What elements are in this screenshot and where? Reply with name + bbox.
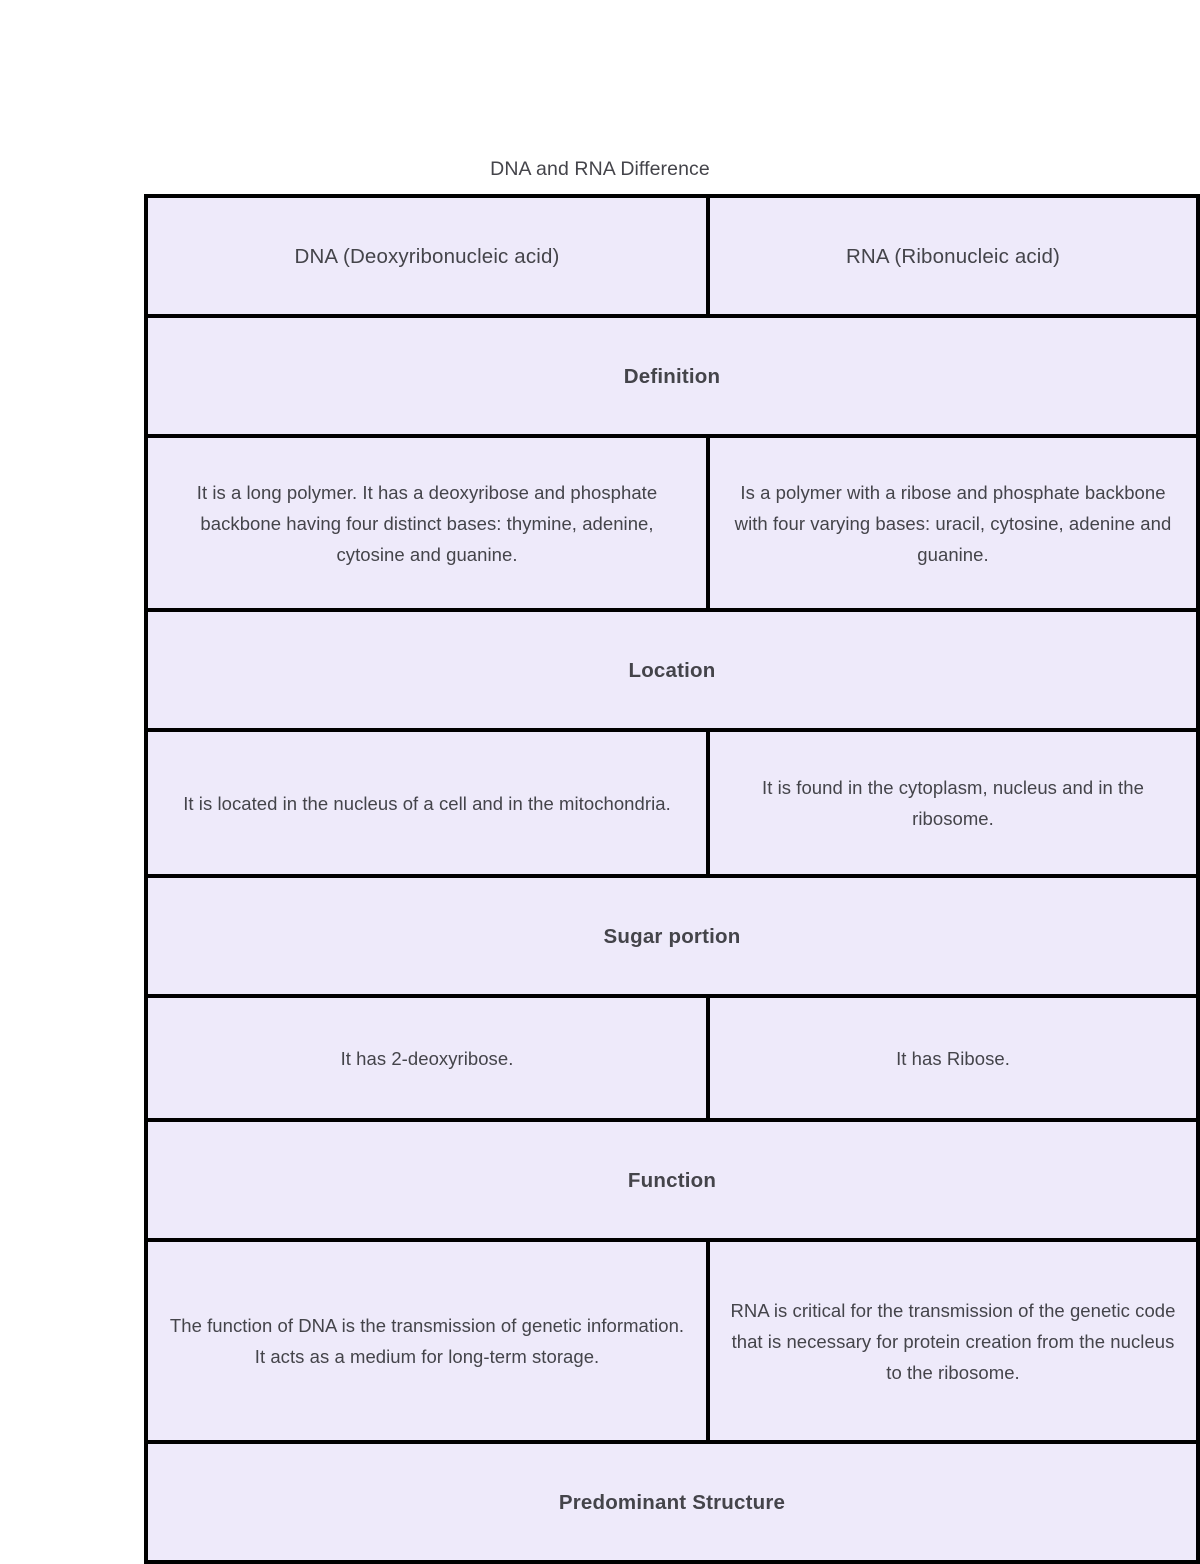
- section-heading-definition: Definition: [144, 314, 1200, 438]
- table-header-row: DNA (Deoxyribonucleic acid) RNA (Ribonuc…: [144, 194, 1200, 318]
- cell-location-rna: It is found in the cytoplasm, nucleus an…: [706, 728, 1200, 878]
- section-heading-location: Location: [144, 608, 1200, 732]
- dna-rna-comparison-table: DNA (Deoxyribonucleic acid) RNA (Ribonuc…: [144, 194, 1200, 1564]
- cell-definition-dna: It is a long polymer. It has a deoxyribo…: [144, 434, 710, 612]
- section-heading-predominant-structure: Predominant Structure: [144, 1440, 1200, 1564]
- section-heading-row-definition: Definition: [144, 314, 1200, 438]
- section-heading-row-location: Location: [144, 608, 1200, 732]
- cell-sugar-portion-dna: It has 2-deoxyribose.: [144, 994, 710, 1122]
- table-row-function: The function of DNA is the transmission …: [144, 1238, 1200, 1444]
- column-header-dna: DNA (Deoxyribonucleic acid): [144, 194, 710, 318]
- section-heading-row-function: Function: [144, 1118, 1200, 1242]
- cell-location-dna: It is located in the nucleus of a cell a…: [144, 728, 710, 878]
- section-heading-sugar-portion: Sugar portion: [144, 874, 1200, 998]
- section-heading-row-predominant-structure: Predominant Structure: [144, 1440, 1200, 1564]
- column-header-rna: RNA (Ribonucleic acid): [706, 194, 1200, 318]
- cell-function-dna: The function of DNA is the transmission …: [144, 1238, 710, 1444]
- cell-function-rna: RNA is critical for the transmission of …: [706, 1238, 1200, 1444]
- section-heading-function: Function: [144, 1118, 1200, 1242]
- table-row-definition: It is a long polymer. It has a deoxyribo…: [144, 434, 1200, 612]
- table-row-location: It is located in the nucleus of a cell a…: [144, 728, 1200, 878]
- table-row-sugar-portion: It has 2-deoxyribose. It has Ribose.: [144, 994, 1200, 1122]
- cell-sugar-portion-rna: It has Ribose.: [706, 994, 1200, 1122]
- page-title: DNA and RNA Difference: [490, 158, 710, 180]
- section-heading-row-sugar-portion: Sugar portion: [144, 874, 1200, 998]
- cell-definition-rna: Is a polymer with a ribose and phosphate…: [706, 434, 1200, 612]
